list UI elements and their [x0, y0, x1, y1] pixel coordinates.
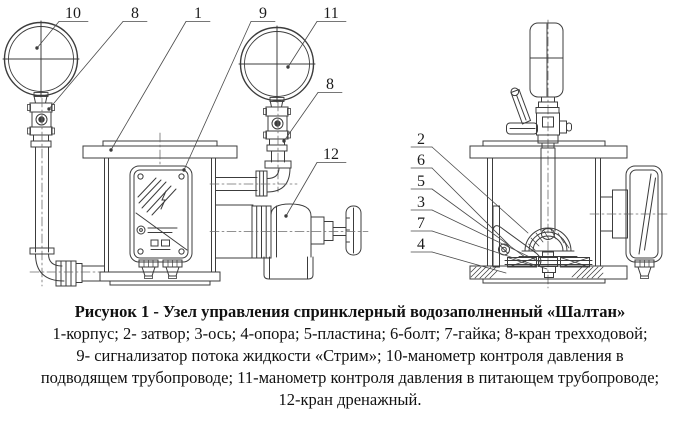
seat-plate-5: [504, 256, 593, 268]
callout-label-5: 5: [417, 173, 425, 190]
flange-hatching-left: [470, 266, 498, 279]
housing-side: [469, 140, 628, 267]
side-view-callouts: 2 6 5 3: [410, 131, 548, 274]
caption-title: Рисунок 1 - Узел управления спринклерный…: [74, 302, 626, 321]
valve-lever-handle: [506, 87, 538, 135]
signalizer-label-stripes: [137, 177, 177, 216]
lever-valve-side: [506, 87, 572, 149]
callout-8-left: 8: [47, 5, 148, 111]
valve-stem: [540, 147, 556, 232]
callout-label-10: 10: [65, 5, 81, 22]
clapper-hatching: [528, 229, 570, 251]
callout-5: 5: [410, 173, 526, 258]
clapper-disc-2: [521, 227, 575, 252]
callout-7: 7: [410, 215, 548, 270]
signalizer-mounting-boss: [589, 189, 669, 239]
caption-line-1: 1-корпус; 2- затвор; 3-ось; 4-опора; 5-п…: [52, 324, 648, 343]
callout-11: 11: [286, 5, 347, 69]
front-view-callouts: 10 8 1 9: [35, 5, 347, 218]
callout-label-3: 3: [417, 194, 425, 211]
callout-label-2: 2: [417, 131, 425, 148]
drain-handwheel: [345, 205, 362, 256]
branch-pipe: [209, 101, 298, 197]
supply-pipe: [29, 97, 105, 287]
callout-label-6: 6: [417, 152, 425, 169]
front-view: 10 8 1 9: [2, 5, 369, 287]
caption-line-3: подводящем трубопроводе; 11-манометр кон…: [40, 368, 660, 387]
flow-signalizer-side: [625, 165, 663, 279]
callout-4: 4: [410, 236, 507, 274]
cable-gland-side: [634, 259, 655, 279]
callout-8-right: 8: [282, 76, 343, 143]
caption-line-2: 9- сигнализатор потока жидкости «Стрим»;…: [76, 346, 624, 365]
caption-line-4: 12-кран дренажный.: [278, 390, 422, 409]
callout-6: 6: [410, 152, 511, 247]
three-way-valve-8-right: [263, 99, 291, 152]
gauge-side-view: [529, 22, 564, 114]
callout-label-11: 11: [323, 5, 338, 22]
callout-10: 10: [35, 5, 89, 50]
side-view: 2 6 5 3: [410, 19, 669, 289]
drain-valve-12: [209, 203, 369, 280]
base-flange: [469, 265, 628, 284]
pressure-gauge-11-dial: [238, 25, 316, 103]
callout-label-8-right: 8: [326, 76, 334, 93]
flow-signalizer-9: [129, 165, 193, 279]
lightning-icon: [160, 190, 167, 210]
callout-label-12: 12: [323, 146, 339, 163]
callout-label-9: 9: [259, 5, 267, 22]
body-1: [82, 132, 238, 286]
callout-label-7: 7: [417, 215, 425, 232]
cable-gland-left: [138, 259, 159, 279]
callout-2: 2: [410, 131, 529, 234]
flange-hatching-right: [571, 266, 604, 279]
technical-drawing: #art *{stroke:#3c3c3c;fill:none;stroke-w…: [2, 5, 669, 289]
certification-marks: [150, 239, 171, 250]
pressure-gauge-10-dial: [2, 20, 80, 98]
support-bracket-4: [492, 205, 542, 268]
callout-9: 9: [182, 5, 276, 172]
callout-12: 12: [284, 146, 347, 218]
three-way-valve-8-left: [27, 95, 55, 148]
signalizer-logo: [136, 225, 178, 235]
callout-label-1: 1: [194, 5, 202, 22]
figure-caption: Рисунок 1 - Узел управления спринклерный…: [0, 301, 700, 411]
callout-label-4: 4: [417, 236, 425, 253]
callout-3: 3: [410, 194, 541, 263]
cable-gland-right: [162, 259, 183, 279]
callout-1: 1: [109, 5, 211, 152]
callout-label-8-left: 8: [131, 5, 139, 22]
